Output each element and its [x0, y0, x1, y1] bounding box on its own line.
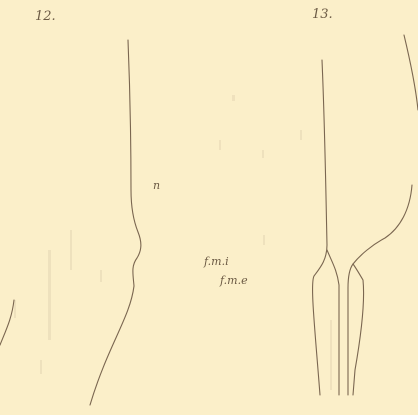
figure-12-outline: [0, 40, 141, 405]
figure-13-left-contour: [313, 60, 327, 395]
label-fmi: f.m.i: [204, 256, 229, 267]
figure-13-inner-left: [327, 250, 339, 395]
figure-12-number: 12.: [35, 10, 56, 23]
label-fme: f.m.e: [220, 275, 248, 286]
figure-13-right-contour: [353, 185, 412, 264]
figure-13-inner-right: [348, 264, 353, 395]
label-n: n: [153, 180, 160, 191]
figure-13-far-right-edge: [404, 35, 418, 110]
figure-12-left-edge: [0, 300, 14, 345]
figure-13-outline: [313, 35, 418, 395]
figure-13-number: 13.: [312, 8, 333, 21]
figure-12-main-contour: [90, 40, 141, 405]
figure-13-outer-right: [353, 264, 364, 395]
paper-texture: [14, 95, 332, 390]
